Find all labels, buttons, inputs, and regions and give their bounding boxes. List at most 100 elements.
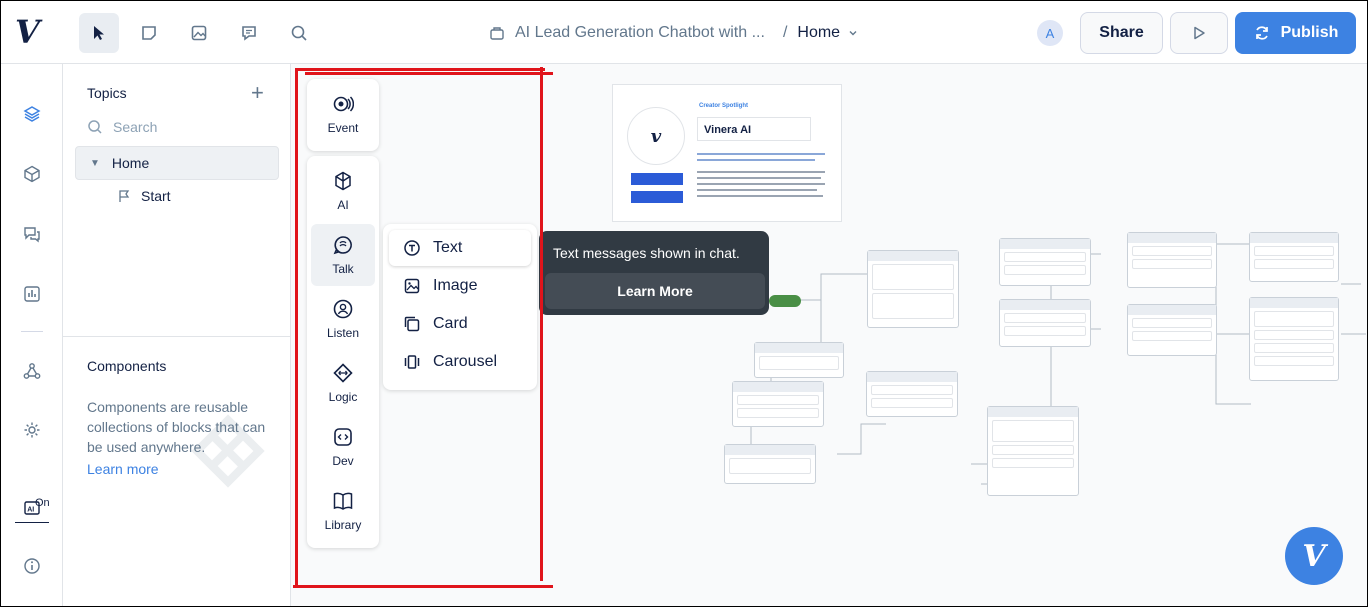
settings-gear-icon[interactable] [20,418,44,442]
flow-block[interactable] [999,238,1091,286]
palette-logic[interactable]: Logic [311,352,375,414]
conversations-icon[interactable] [20,222,44,246]
spotlight-text-line [697,177,821,179]
talk-carousel-label: Carousel [433,353,498,370]
topic-home[interactable]: ▼ Home [75,146,279,180]
publish-label: Publish [1280,24,1339,41]
event-palette: Event [307,79,379,151]
image-icon [191,25,207,41]
spotlight-text-line [697,159,815,161]
components-learn-more-link[interactable]: Learn more [87,461,159,477]
palette-listen[interactable]: Listen [311,288,375,350]
talk-submenu: Text Image Card Carousel [383,224,537,390]
spotlight-logo: v [627,107,685,165]
avatar[interactable]: A [1037,20,1063,46]
flow-block[interactable] [866,371,958,417]
talk-icon [333,236,352,255]
talk-card-label: Card [433,315,468,332]
library-book-icon [333,492,353,510]
image-tool-button[interactable] [179,13,219,53]
svg-text:AI: AI [27,507,34,514]
talk-card-option[interactable]: Card [389,306,531,342]
flow-block[interactable] [754,342,844,378]
start-label: Start [141,188,171,204]
spotlight-button[interactable] [631,191,683,203]
comment-tool-button[interactable] [229,13,269,53]
dev-code-icon [334,428,352,446]
creator-spotlight-card[interactable]: v Creator Spotlight Vinera AI [612,84,842,222]
palette-talk[interactable]: Talk [311,224,375,286]
integrations-icon[interactable] [20,359,44,383]
chevron-down-icon[interactable]: ▼ [90,157,100,169]
logic-icon [333,363,353,383]
components-description: Components are reusable collections of b… [87,399,266,455]
spotlight-text-line [697,153,825,155]
project-title[interactable]: AI Lead Generation Chatbot with ... [515,24,765,41]
spotlight-name: Vinera AI [697,117,811,141]
flow-block[interactable] [1127,304,1217,356]
palette-library-label: Library [324,518,362,532]
ai-toggle-status: On [35,497,50,509]
run-button[interactable] [1170,12,1228,54]
flow-block[interactable] [732,381,824,427]
chat-widget-button[interactable]: V [1285,527,1343,585]
annotation-line [540,67,543,581]
topics-title: Topics [87,85,127,101]
palette-dev[interactable]: Dev [311,416,375,478]
palette-ai[interactable]: AI [311,160,375,222]
palette-logic-label: Logic [328,390,358,404]
flow-block[interactable] [724,444,816,484]
publish-button[interactable]: Publish [1235,12,1356,54]
spotlight-text-line [697,195,823,197]
left-rail: AI On [1,64,63,606]
palette-event-label: Event [327,121,359,135]
tooltip-text: Text messages shown in chat. [553,245,740,261]
text-icon [404,240,420,256]
topics-search[interactable]: Search [87,119,157,135]
flag-icon [119,190,130,202]
palette-dev-label: Dev [332,454,354,468]
talk-image-option[interactable]: Image [389,268,531,304]
ai-assist-icon[interactable]: AI [20,496,44,520]
add-topic-button[interactable]: + [251,80,264,105]
flow-block[interactable] [987,406,1079,496]
note-tool-button[interactable] [129,13,169,53]
info-icon[interactable] [20,554,44,578]
flow-canvas[interactable]: v Creator Spotlight Vinera AI Event [291,64,1367,606]
talk-text-option[interactable]: Text [389,230,531,266]
spotlight-button[interactable] [631,173,683,185]
cube-icon[interactable] [20,162,44,186]
voiceflow-logo[interactable]: V [15,13,40,51]
breadcrumb-separator: / [782,24,788,41]
breadcrumb: AI Lead Generation Chatbot with ... / Ho… [489,22,858,44]
palette-event[interactable]: Event [311,83,375,145]
topic-home-label: Home [111,155,150,171]
start-block-item[interactable]: Start [117,188,171,204]
image-icon [404,278,420,294]
tooltip-learn-more-button[interactable]: Learn More [545,273,765,309]
chevron-down-icon[interactable] [848,28,858,38]
search-icon [291,25,307,41]
spotlight-text-line [697,189,817,191]
text-block-tooltip: Text messages shown in chat. Learn More [539,231,769,315]
talk-carousel-option[interactable]: Carousel [389,344,531,380]
annotation-line [305,72,553,75]
card-icon [404,316,420,332]
search-tool-button[interactable] [279,13,319,53]
analytics-icon[interactable] [20,282,44,306]
share-button[interactable]: Share [1080,12,1163,54]
talk-text-label: Text [433,239,463,256]
ai-openai-icon [335,171,351,191]
start-node[interactable] [769,295,801,307]
select-tool-button[interactable] [79,13,119,53]
flow-block[interactable] [1127,232,1217,288]
page-selector[interactable]: Home [797,24,841,41]
flow-block[interactable] [867,250,959,328]
sidebar-divider [63,336,291,337]
flow-block[interactable] [999,299,1091,347]
palette-library[interactable]: Library [311,480,375,542]
layers-icon[interactable] [20,102,44,126]
flow-block[interactable] [1249,232,1339,282]
flow-block[interactable] [1249,297,1339,381]
project-icon [490,27,504,40]
